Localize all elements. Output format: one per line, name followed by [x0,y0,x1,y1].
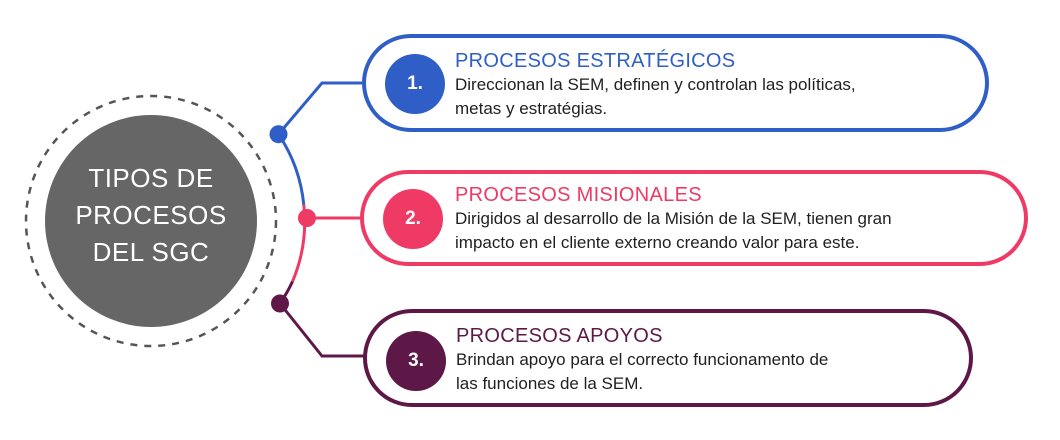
process-number-badge: 2. [383,189,443,249]
process-description: Direccionan la SEM, definen y controlan … [455,73,856,121]
process-title: PROCESOS APOYOS [456,325,663,347]
hub-dashed-ring [24,94,278,348]
hub-line-3: DEL SGC [92,237,210,267]
description-line: Dirigidos al desarrollo de la Misión de … [455,209,892,228]
process-number-badge: 1. [385,54,445,114]
node-strategic [269,125,288,144]
description-line: las funciones de la SEM. [456,374,644,393]
node-support [271,294,289,313]
process-description: Brindan apoyo para el correcto funcionam… [456,348,828,396]
arc-strategic [277,133,306,206]
description-line: impacto en el cliente externo creando va… [455,233,860,252]
process-card-support: 3. PROCESOS APOYOS Brindan apoyo para el… [363,309,973,407]
description-line: Direccionan la SEM, definen y controlan … [455,75,856,94]
process-title: PROCESOS MISIONALES [455,184,702,206]
process-title: PROCESOS ESTRATÉGICOS [455,50,736,72]
hub-circle [45,115,257,327]
connector-support [278,302,364,358]
description-line: Brindan apoyo para el correcto funcionam… [456,350,829,369]
hub-line-1: TIPOS DE [88,163,214,193]
hub-line-2: PROCESOS [75,200,227,230]
process-card-missional: 2. PROCESOS MISIONALES Dirigidos al desa… [360,170,1028,266]
description-line: metas y estratégias. [455,99,608,118]
connector-strategic [277,81,362,136]
process-number-badge: 3. [386,331,446,391]
process-card-strategic: 1. PROCESOS ESTRATÉGICOS Direccionan la … [362,34,989,132]
node-missional [298,209,316,227]
hub-label: TIPOS DE PROCESOS DEL SGC [46,160,256,271]
process-description: Dirigidos al desarrollo de la Misión de … [455,207,892,255]
